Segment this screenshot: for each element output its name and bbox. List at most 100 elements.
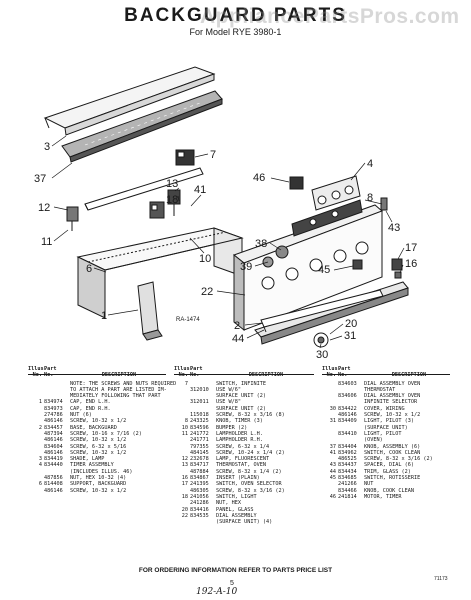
timer-assembly-part [311,175,361,211]
part-number: 232678 [190,456,209,463]
part-number: 486146 [44,437,63,444]
part-description: THERMOSTAT [364,386,396,393]
part-description: SCREW, 10-32 x 1/2 [70,437,127,444]
part-number: 834440 [44,462,63,469]
illus-number: 30 [329,405,336,412]
callout-39: 39 [240,261,252,273]
part-description: KNOB, TIMER (3) [216,418,263,425]
part-description: SHADE, LAMP [70,456,105,463]
part-description: NUT [364,481,374,488]
part-description: LAMPHOLDER R.H. [216,437,263,444]
part-description: (OVEN) [364,437,383,444]
illus-number: 44 [329,468,336,475]
part-number: 486525 [338,456,357,463]
callout-30: 30 [316,349,328,360]
part-number: 312010 [190,386,209,393]
part-description: USE W/6" [216,386,241,393]
callout-37: 37 [34,173,46,185]
cook-clean-switch-part [149,201,165,219]
part-number: 241056 [190,493,209,500]
illus-number: 6 [38,481,42,488]
part-description: TRIM, GLASS (2) [364,468,411,475]
table-rule-1 [28,374,166,375]
wiring-cover-part [313,332,329,348]
thermostat-part [167,189,181,216]
part-number: 797355 [190,443,209,450]
handwritten-note: 192-A-10 [196,587,238,597]
illus-number: 37 [329,443,336,450]
table-rule-2 [174,374,314,375]
part-description: DIAL ASSEMBLY [216,512,257,519]
callout-10: 10 [199,253,211,265]
part-description: SCREW, 8-32 x 3/16 (2) [364,456,433,463]
part-description: DIAL ASSEMBLY OVEN [364,380,421,387]
part-number: 241814 [338,493,357,500]
part-description: SCREW, 6-32 x 5/16 [70,443,127,450]
part-number: 834437 [338,462,357,469]
parts-row: 312010 USE W/6" [174,387,316,393]
base-trim-part [260,289,384,333]
illus-number: 3 [38,456,42,463]
part-number: 834434 [338,468,357,475]
callout-4: 4 [367,158,373,170]
part-description: NOTE: THE SCREWS AND NUTS REQUIRED [70,380,177,387]
illus-number: 4 [38,462,42,469]
callout-22: 22 [201,286,213,298]
part-description: (SURFACE UNIT) (4) [216,519,273,526]
callout-13: 13 [166,178,178,190]
part-description: (SURFACE UNIT) [364,424,408,431]
watermark: AppliancePartsPros.com [200,5,460,28]
part-description: SCREW, 6-32 x 1/4 [216,443,270,450]
part-number: 834422 [338,405,357,412]
control-panel-part [232,199,383,332]
exploded-parts-diagram: 3 37 12 11 6 1 7 13 18 41 10 46 4 8 43 4… [34,66,417,360]
part-number: 834419 [44,456,63,463]
parts-row: SURFACE UNIT (2) [174,406,316,412]
oven-selector-switch-part [391,258,403,279]
illus-number: 43 [329,462,336,469]
page-number: 5 [230,580,234,587]
part-description: SCREW, 10-24 x 1/4 (2) [216,449,285,456]
part-description: SCREW, 10-32 x 1/2 [70,487,127,494]
rotisserie-switch-part [352,259,363,270]
backglass-panel-part [61,90,223,163]
illus-number: 7 [184,380,188,387]
parts-row: MEDIATELY FOLLOWING THAT PART [28,393,168,399]
part-description: THERMOSTAT, OVEN [216,462,266,469]
part-number: 241771 [190,437,209,444]
part-description: SCREW, 10-32 x 1/2 [70,449,127,456]
callout-44: 44 [232,333,244,345]
part-description: NUT, HEX 10-32 (4) [70,475,127,482]
part-description: LIGHT, PILOT [364,430,402,437]
part-number: 834466 [338,487,357,494]
lamp-shade-part [43,66,216,136]
parts-row: 486146 SCREW, 10-32 x 1/2 [28,437,168,443]
callout-11: 11 [41,236,52,248]
illus-number: 10 [181,424,188,431]
part-description: USE W/8" [216,399,241,406]
part-description: SWITCH, COOK CLEAN [364,449,421,456]
callout-17: 17 [405,242,417,254]
part-description: INFINITE SELECTOR [364,399,418,406]
part-number: 834416 [190,506,209,513]
callout-1: 1 [101,310,107,322]
callout-18: 18 [166,194,178,206]
part-description: (INCLUDES ILLUS. 46) [70,468,133,475]
